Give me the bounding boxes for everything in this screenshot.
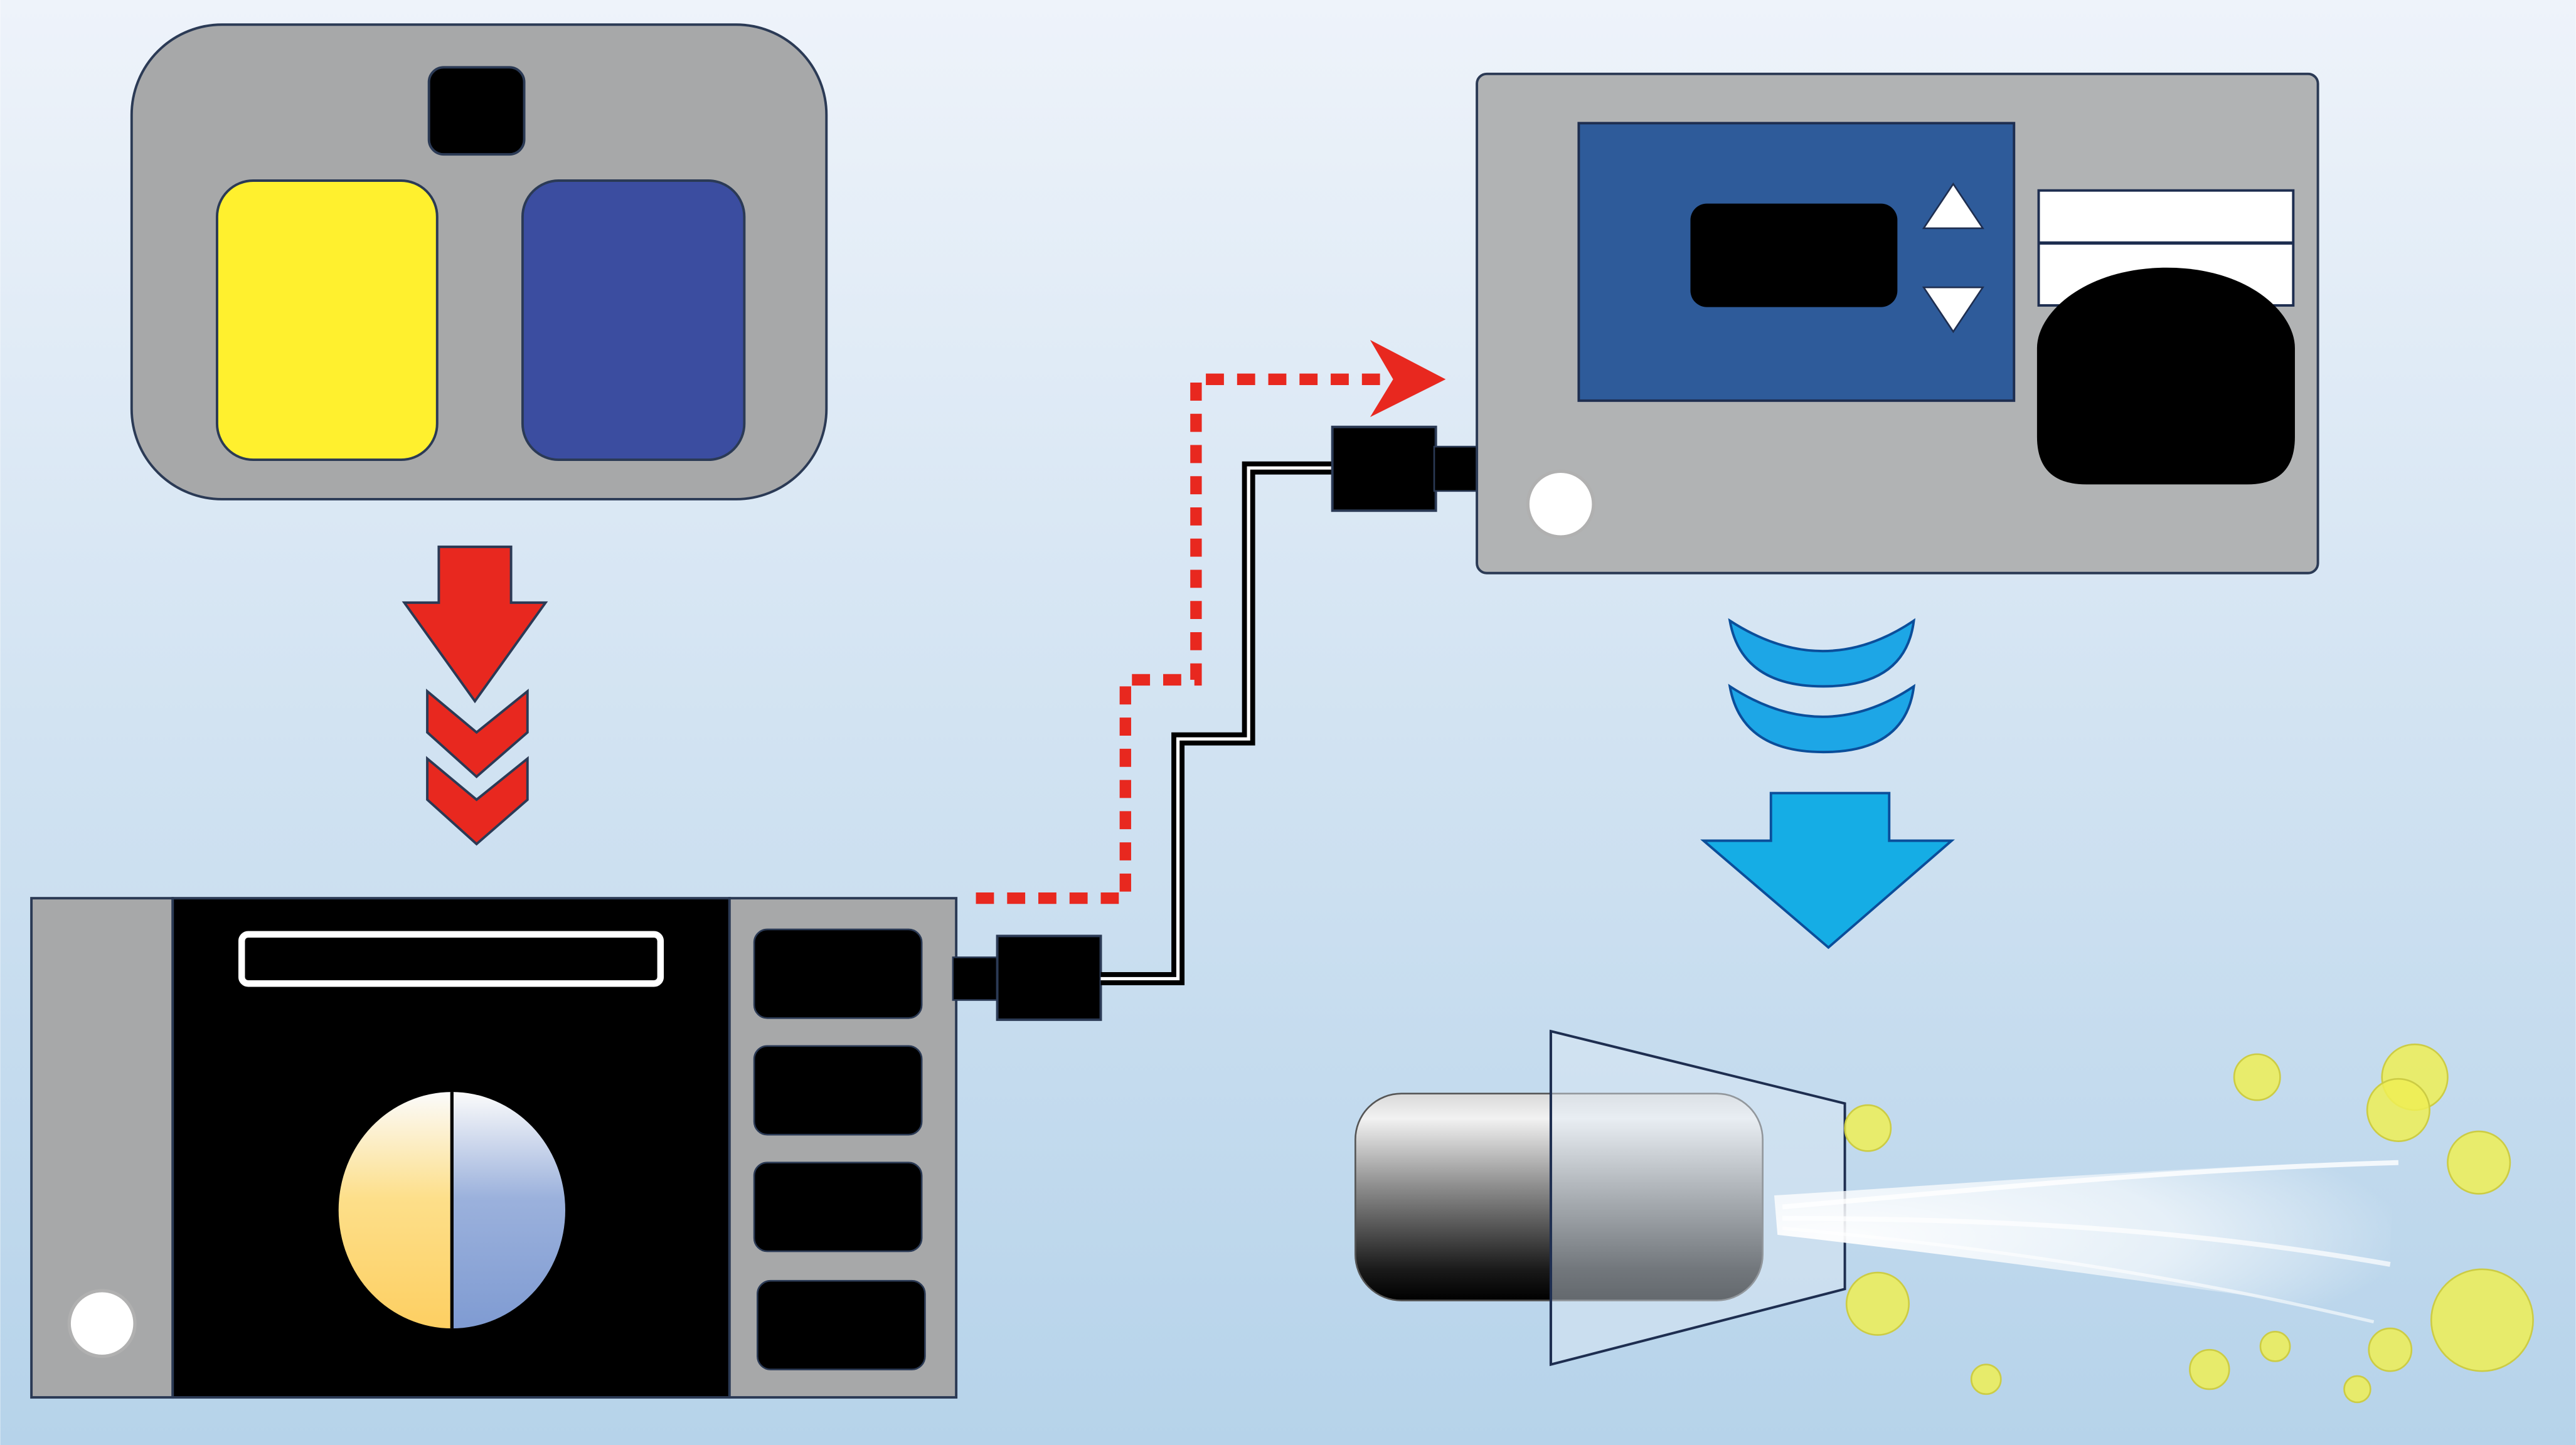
particle: [2366, 1077, 2430, 1142]
down-arrow-small-icon: [1922, 286, 1984, 334]
pie-right-half: [452, 1092, 565, 1329]
particle: [2430, 1268, 2534, 1372]
particle: [1970, 1363, 2002, 1395]
data-cable: [1100, 461, 1334, 985]
spray-mist: [1774, 1159, 2407, 1324]
particle: [2233, 1053, 2281, 1101]
mist-cloud: [1774, 1159, 2407, 1314]
red-block-arrow: [402, 545, 548, 704]
spray-particles: [1844, 1043, 2534, 1404]
particle: [2343, 1375, 2371, 1404]
blue-compartment: [521, 179, 746, 462]
analyzer-button-3: [753, 1162, 923, 1252]
mist-streak-3: [1782, 1226, 2375, 1324]
particle: [1844, 1104, 1892, 1152]
particle: [2189, 1348, 2230, 1390]
signal-waves-icon: [1728, 618, 1916, 754]
down-chevron-arrows-icon: [402, 545, 548, 846]
controller-port: [1433, 445, 1481, 492]
particle: [2259, 1331, 2291, 1362]
particle: [2447, 1130, 2511, 1195]
analyzer-connector: [996, 934, 1102, 1021]
analyzer-button-1: [753, 928, 923, 1019]
analyzer-port: [952, 956, 1000, 1001]
controller-reservoir: [2036, 267, 2295, 485]
particle: [2368, 1327, 2413, 1372]
signal-arrowhead: [1370, 339, 1446, 418]
down-arrow-icon: [1700, 791, 1956, 950]
up-arrow-icon: [1922, 182, 1984, 230]
cable-inner: [1100, 466, 1334, 981]
analyzer-button-2: [753, 1045, 923, 1136]
analyzer-button-4: [757, 1279, 926, 1370]
pie-indicator-icon: [338, 1092, 565, 1329]
controller-display: [1690, 203, 1898, 307]
mist-streak-2: [1782, 1215, 2391, 1267]
analyzer-device-icon: [30, 897, 1102, 1399]
container-cap: [427, 66, 526, 156]
particle: [1845, 1271, 1910, 1336]
red-chevron-1: [426, 689, 529, 779]
controller-power-light: [1526, 469, 1595, 539]
nozzle-cylinder: [1355, 1093, 1764, 1301]
screen-slot: [238, 931, 664, 987]
pie-left-half: [338, 1092, 452, 1329]
wave-1: [1728, 618, 1916, 688]
dotted-signal-arrow-icon: [976, 339, 1446, 904]
analyzer-power-light: [67, 1289, 137, 1358]
wave-2: [1728, 684, 1916, 754]
sample-container-icon: [130, 23, 828, 500]
red-chevron-2: [426, 756, 529, 846]
controller-device-icon: [1331, 72, 2319, 574]
mist-streak-1: [1782, 1160, 2399, 1210]
controller-connector: [1331, 425, 1437, 512]
yellow-compartment: [215, 179, 439, 462]
spray-nozzle-icon: [1355, 1029, 1846, 1367]
